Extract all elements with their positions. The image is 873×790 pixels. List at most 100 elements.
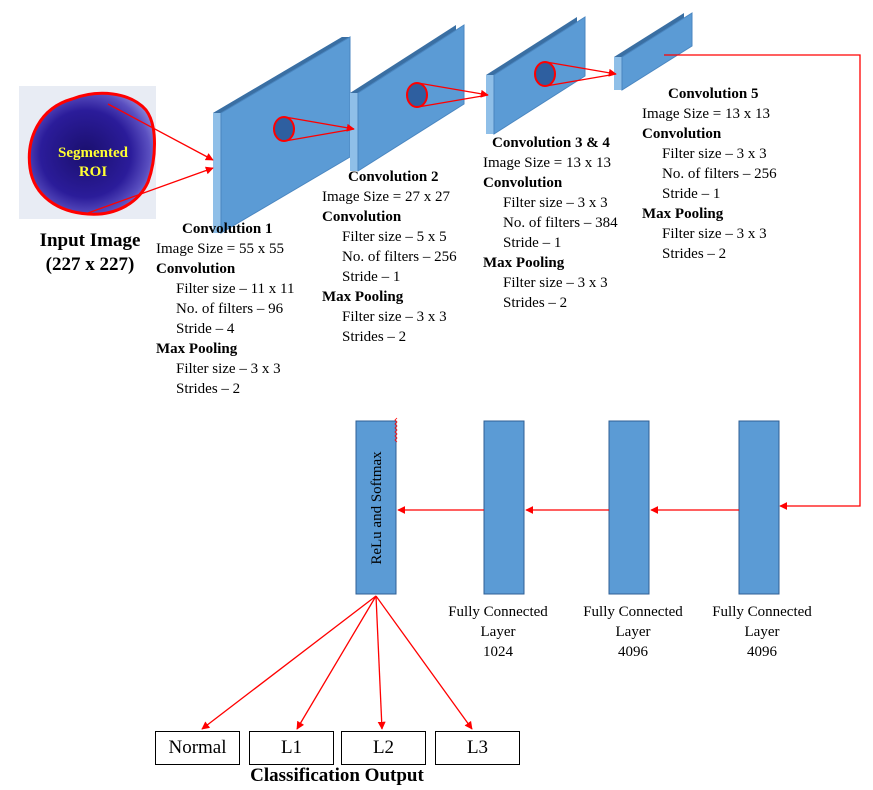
fc3-label-size: 4096 [747,644,777,660]
conv5-line: No. of filters – 256 [662,166,777,182]
conv5-line: Image Size = 13 x 13 [642,106,771,122]
input-image-title: Input Image [39,230,141,251]
input-image [19,86,156,219]
conv1-kernel-circle [273,116,295,142]
conv1-line: Convolution [156,261,236,277]
fc2-block [608,420,650,595]
arrow-input-to-conv1-top [107,103,214,161]
conv2-line: Strides – 2 [342,329,407,345]
conv34-line: No. of filters – 384 [503,215,618,231]
conv2-line: No. of filters – 256 [342,249,457,265]
conv2-line: Filter size – 3 x 3 [342,309,447,325]
conv1-title: Convolution 1 [182,221,273,237]
conv2-line: Max Pooling [322,289,404,305]
input-image-caption: Input Image (227 x 227) [20,229,160,277]
conv34-description: Convolution 3 & 4 Image Size = 13 x 13 Con… [483,133,618,313]
conv5-block-front [621,12,693,91]
conv2-line: Convolution [322,209,402,225]
conv2-block [350,24,465,172]
conv1-line: Filter size – 3 x 3 [176,361,281,377]
conv1-line: Strides – 2 [176,381,241,397]
conv5-line: Filter size – 3 x 3 [662,146,767,162]
conv34-block [486,16,586,135]
fc3-label: Fully Connected Layer 4096 [697,602,827,662]
conv1-block-top [213,37,350,113]
output-l1: L1 [249,731,334,765]
conv5-block [614,12,693,91]
output-l3: L3 [435,731,520,765]
conv2-kernel-circle [406,82,428,108]
fc1-label: Fully Connected Layer 1024 [433,602,563,662]
conv34-kernel-circle [534,61,556,87]
conv-arrows [87,54,861,510]
conv1-description: Convolution 1 Image Size = 55 x 55 Convolu… [156,219,294,399]
conv5-line: Stride – 1 [662,186,721,202]
arrow-conv1-to-conv2-top [284,116,355,132]
conv1-line: Filter size – 11 x 11 [176,281,295,297]
conv5-line: Strides – 2 [662,246,727,262]
conv34-line: Stride – 1 [503,235,562,251]
arrow-to-l1 [296,595,377,730]
fc1-label-size: 1024 [483,644,513,660]
conv2-title: Convolution 2 [348,169,439,185]
conv34-line: Image Size = 13 x 13 [483,155,612,171]
arrow-conv2-to-conv34-top [417,82,489,98]
arrow-conv34-to-conv5-bottom [545,73,617,87]
roi-label: Segmented ROI [38,144,148,182]
conv34-line: Convolution [483,175,563,191]
fc1-label-line1: Fully Connected [448,604,548,620]
arrow-conv34-to-conv5-top [545,61,617,77]
fc2-label-line1: Fully Connected [583,604,683,620]
conv2-line: Filter size – 5 x 5 [342,229,447,245]
conv5-line: Max Pooling [642,206,724,222]
roi-label-line1: Segmented [58,145,128,161]
conv1-line: Image Size = 55 x 55 [156,241,285,257]
output-l2: L2 [341,731,426,765]
conv5-line: Convolution [642,126,722,142]
conv2-description: Convolution 2 Image Size = 27 x 27 Convolu… [322,167,457,347]
arrow-conv5-to-fc [664,54,861,510]
arrow-to-normal [201,595,377,730]
fc1-label-line2: Layer [480,624,516,640]
conv34-line: Strides – 2 [503,295,568,311]
arrow-conv1-to-conv2-bottom [284,128,355,142]
conv5-block-edge [614,57,622,90]
arrow-conv2-to-conv34-bottom [417,94,489,108]
conv34-block-edge [486,75,494,134]
arrow-to-l3 [375,595,473,730]
roi-label-line2: ROI [78,164,108,180]
conv1-line: Stride – 4 [176,321,235,337]
softmax-block [355,420,397,595]
conv5-line: Filter size – 3 x 3 [662,226,767,242]
fc3-block [738,420,780,595]
conv1-block-edge [213,113,221,233]
conv2-line: Image Size = 27 x 27 [322,189,451,205]
fc1-block [483,420,525,595]
output-normal: Normal [155,731,240,765]
output-arrows [201,595,473,730]
fc2-label-line2: Layer [615,624,651,640]
conv5-description: Convolution 5 Image Size = 13 x 13 Convolu… [642,84,777,264]
softmax-label: ReLu and Softmax [369,451,385,565]
conv34-line: Filter size – 3 x 3 [503,195,608,211]
conv5-title: Convolution 5 [668,86,759,102]
spellcheck-underline [394,417,398,443]
fc2-label: Fully Connected Layer 4096 [568,602,698,662]
fc2-label-size: 4096 [618,644,648,660]
conv2-block-edge [350,93,358,171]
arrow-to-l2 [375,595,386,730]
conv34-title: Convolution 3 & 4 [492,135,610,151]
input-image-size: (227 x 227) [45,254,135,275]
conv1-line: No. of filters – 96 [176,301,284,317]
classification-output-title: Classification Output [250,765,424,786]
conv1-line: Max Pooling [156,341,238,357]
fc3-label-line2: Layer [744,624,780,640]
conv2-line: Stride – 1 [342,269,401,285]
arrow-input-to-conv1-bottom [87,166,214,214]
conv34-line: Filter size – 3 x 3 [503,275,608,291]
conv34-line: Max Pooling [483,255,565,271]
fc3-label-line1: Fully Connected [712,604,812,620]
conv1-block [213,36,351,234]
segmented-roi-cell [27,91,156,216]
